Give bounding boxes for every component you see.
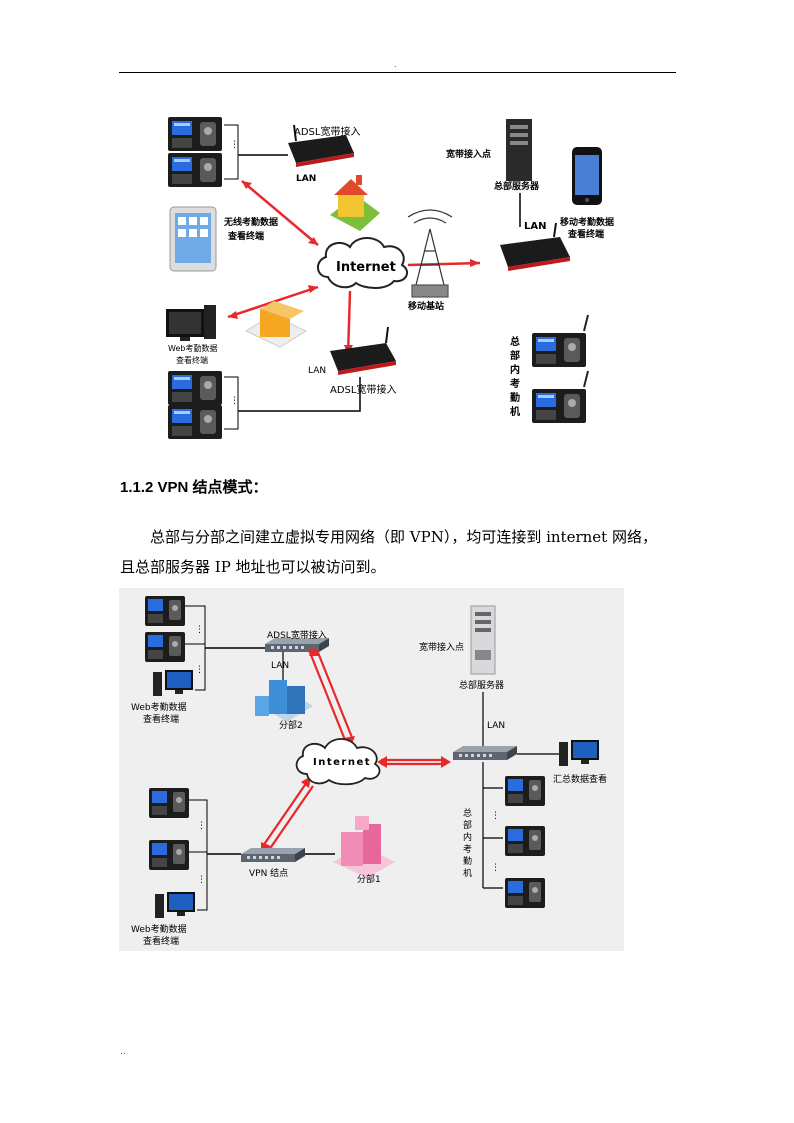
adsl-label-bottom: ADSL宽带接入 — [330, 383, 396, 396]
branch1-building-icon — [333, 816, 395, 878]
svg-text:⋮: ⋮ — [195, 665, 204, 675]
adsl-router-top — [288, 124, 354, 167]
hq-server-label: 总部服务器 — [494, 180, 540, 192]
vpn-node-label: VPN 结点 — [249, 867, 288, 879]
attendance-device — [168, 153, 222, 187]
footer-mark: .. — [120, 1047, 126, 1057]
mobile-terminal-label: 移动考勤数据 — [560, 216, 614, 228]
web-terminal-label: Web考勤数据 — [131, 701, 187, 713]
hq-switch — [453, 746, 517, 760]
internet-label: Internet — [336, 260, 396, 275]
hq-attendance-label: 总 — [463, 807, 472, 819]
summary-view-label: 汇总数据查看 — [553, 773, 607, 785]
router-right — [500, 222, 570, 271]
mobile-phone-icon — [572, 147, 602, 205]
hq-attendance-label: 考 — [463, 844, 472, 855]
web-terminal-label: Web考勤数据 — [168, 343, 217, 353]
lan-label-bottom: LAN — [308, 366, 326, 376]
attendance-device — [149, 788, 189, 818]
header-mark: . — [394, 60, 397, 69]
attendance-device — [168, 371, 222, 405]
attendance-device — [149, 840, 189, 870]
server-icon — [506, 119, 532, 181]
branch2-building-icon — [255, 680, 313, 722]
svg-text:⋮: ⋮ — [197, 821, 206, 831]
attendance-device — [145, 596, 185, 626]
paragraph-line: 且总部服务器 IP 地址也可以被访问到。 — [120, 558, 386, 576]
adsl-label-top: ADSL宽带接入 — [294, 125, 360, 138]
hq-attendance-label: 部 — [510, 349, 520, 362]
lan-label-right: LAN — [524, 221, 546, 232]
base-station-icon — [407, 209, 453, 298]
web-terminal-label: 查看终端 — [143, 713, 179, 725]
attendance-device — [505, 826, 545, 856]
vpn-node-switch — [241, 848, 305, 862]
internet-cloud — [317, 237, 409, 289]
attendance-device — [145, 632, 185, 662]
hq-attendance-label: 考 — [510, 377, 520, 390]
branch1-label: 分部1 — [357, 873, 381, 885]
broadband-point-label: 宽带接入点 — [445, 148, 491, 160]
svg-text:⋮: ⋮ — [195, 625, 204, 635]
desktop-computer-icon — [166, 305, 216, 341]
broadband-point-label: 宽带接入点 — [419, 641, 464, 653]
web-terminal-label: Web考勤数据 — [131, 923, 187, 935]
attendance-device — [532, 389, 586, 423]
internet-cloud — [295, 738, 381, 786]
svg-text:⋮: ⋮ — [491, 811, 500, 821]
network-diagram-vpn: ⋮ ⋮ Web考勤数据 查看终端 ADSL宽带接入 LAN 分部2 Intern… — [119, 588, 624, 951]
svg-text:⋮: ⋮ — [230, 396, 239, 406]
wireless-terminal-label: 无线考勤数据 — [223, 216, 278, 228]
internet-label: Internet — [313, 757, 371, 768]
wireless-terminal-label: 查看终端 — [227, 230, 264, 242]
lan-label-right: LAN — [487, 721, 505, 731]
network-diagram-adsl: ⋮ ADSL宽带接入 LAN 无线考勤数据 查看终端 Inte — [166, 117, 614, 439]
connection-arrow — [407, 261, 481, 267]
connection-arrow — [346, 290, 352, 356]
hq-attendance-label: 机 — [510, 405, 520, 418]
base-station-label: 移动基站 — [408, 300, 444, 312]
connection-arrow — [315, 649, 355, 741]
svg-text:⋮: ⋮ — [197, 875, 206, 885]
connection-arrow — [268, 785, 314, 851]
connection-arrow — [262, 781, 308, 847]
hq-attendance-label: 部 — [463, 819, 472, 831]
adsl-label: ADSL宽带接入 — [267, 629, 327, 641]
web-terminal-label: 查看终端 — [143, 935, 179, 947]
hq-attendance-label: 总 — [510, 335, 520, 348]
mobile-terminal-label: 查看终端 — [567, 228, 604, 240]
tablet-icon — [169, 206, 217, 272]
hq-server-label: 总部服务器 — [459, 679, 504, 691]
attendance-device — [505, 878, 545, 908]
lan-label-left: LAN — [271, 661, 289, 671]
branch2-label: 分部2 — [279, 719, 303, 731]
server-icon — [470, 605, 496, 675]
connection-arrow — [307, 649, 347, 741]
header-rule — [119, 72, 676, 73]
house-icon — [330, 175, 380, 231]
svg-text:⋮: ⋮ — [230, 140, 239, 150]
adsl-router-bottom — [330, 326, 396, 375]
attendance-device — [168, 117, 222, 151]
svg-text:⋮: ⋮ — [491, 863, 500, 873]
building-icon — [244, 301, 308, 348]
paragraph-line: 总部与分部之间建立虚拟专用网络（即 VPN），均可连接到 internet 网络… — [150, 528, 657, 546]
attendance-device — [532, 333, 586, 367]
attendance-device — [168, 405, 222, 439]
connection-arrow — [241, 180, 319, 246]
hq-attendance-label: 勤 — [463, 855, 472, 867]
attendance-device — [505, 776, 545, 806]
section-heading: 1.1.2 VPN 结点模式： — [120, 479, 268, 496]
hq-attendance-label: 内 — [463, 831, 472, 843]
hq-attendance-label: 机 — [463, 867, 472, 879]
web-terminal-label: 查看终端 — [176, 355, 208, 365]
lan-label-top: LAN — [296, 174, 316, 184]
hq-attendance-label: 内 — [510, 363, 520, 376]
section-paragraph: 总部与分部之间建立虚拟专用网络（即 VPN），均可连接到 internet 网络… — [120, 522, 680, 582]
hq-attendance-label: 勤 — [510, 391, 520, 404]
